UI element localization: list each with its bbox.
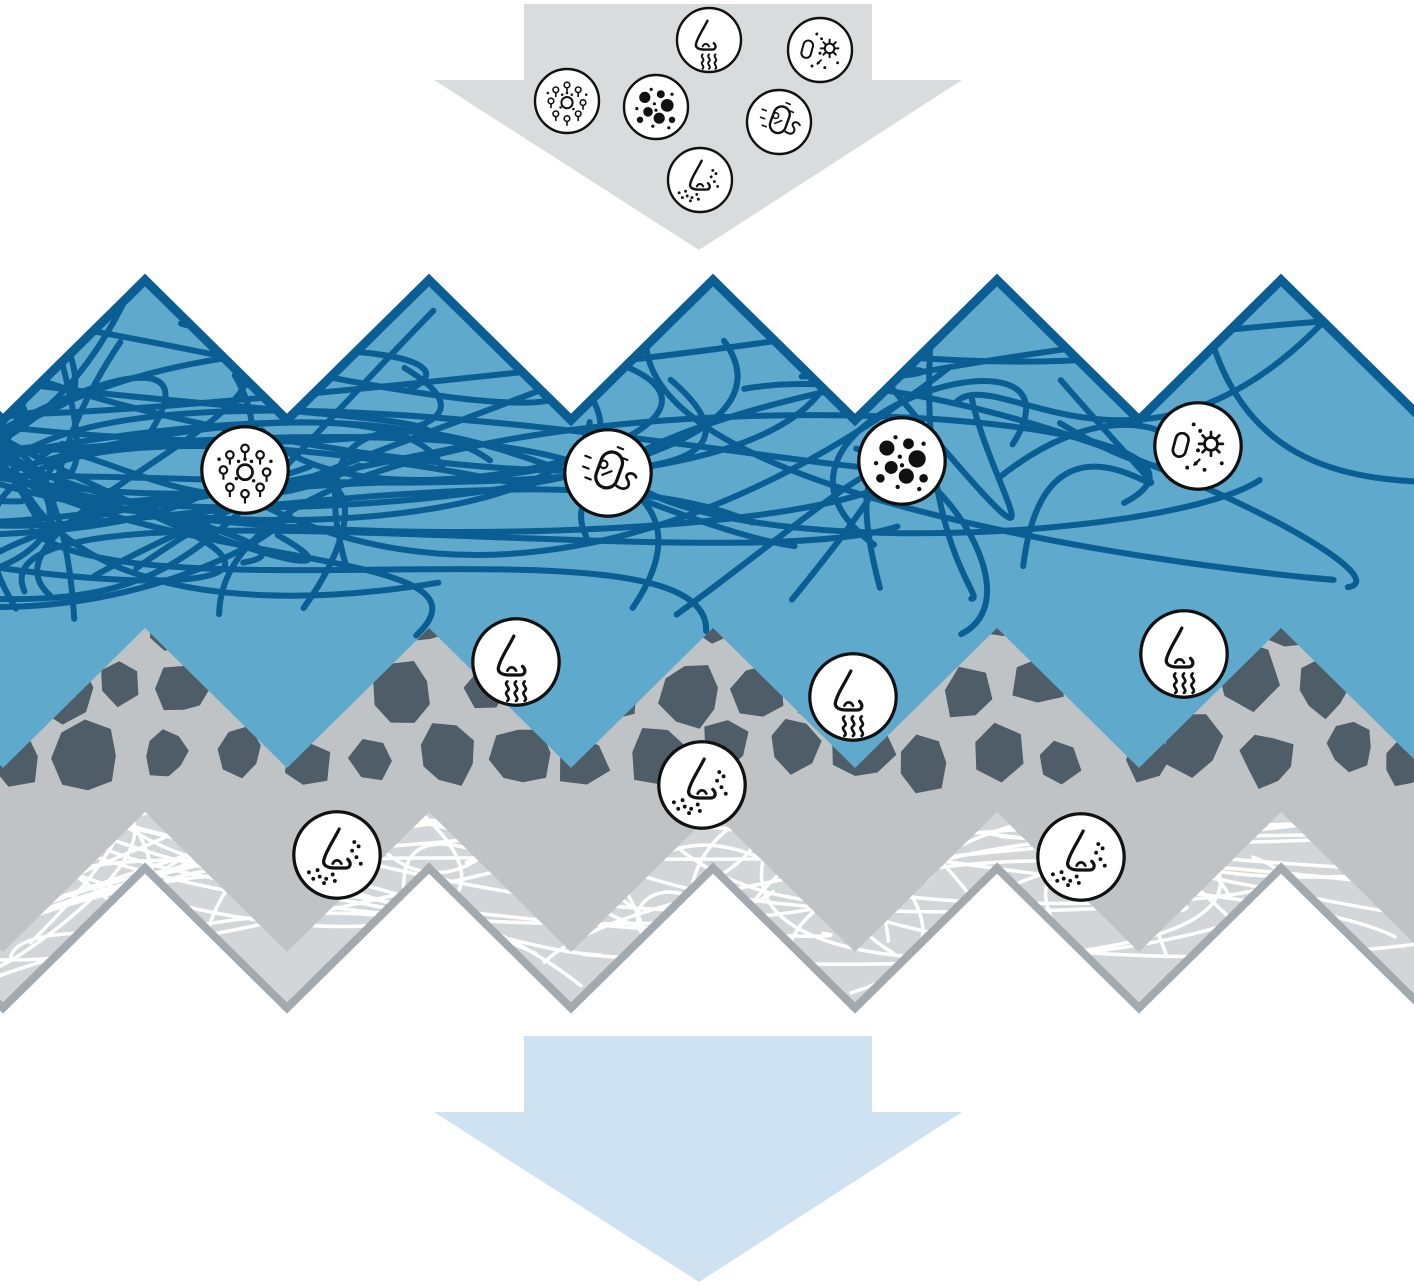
bacteria-icon — [745, 88, 813, 156]
carbon-granule — [944, 666, 993, 718]
incoming-particles — [533, 6, 854, 214]
fiber-strand — [0, 365, 312, 564]
germs-icon — [786, 16, 854, 84]
carbon-granule — [900, 734, 947, 794]
fiber-strand — [673, 468, 884, 618]
fiber-strand — [0, 509, 229, 584]
carbon-granule — [217, 725, 261, 779]
fiber-strand — [0, 392, 821, 567]
carbon-granule — [658, 665, 718, 729]
carbon-granule — [146, 729, 189, 777]
carbon-granule — [101, 661, 139, 708]
fiber-strand — [581, 857, 1223, 966]
odor-icon — [471, 617, 561, 707]
fiber-strand — [0, 337, 79, 490]
odor-icon — [1139, 609, 1229, 699]
fiber-strand — [1020, 377, 1155, 570]
dust-icon — [857, 416, 947, 506]
dust-icon — [622, 73, 690, 141]
odor-icon — [808, 652, 898, 742]
fiber-strand — [28, 527, 710, 635]
fiber-strand — [0, 280, 81, 481]
carbon-granule — [347, 739, 392, 781]
fiber-strand — [0, 802, 136, 999]
virus-icon — [200, 425, 290, 515]
fine-particle-icon — [292, 810, 382, 900]
fiber-strand — [0, 412, 53, 586]
fiber-strand — [0, 430, 913, 536]
carbon-granule — [771, 718, 822, 775]
fiber-strand — [0, 280, 433, 444]
fiber-strand — [926, 325, 977, 602]
fiber-strand — [0, 396, 468, 526]
fiber-strand — [0, 443, 537, 612]
carbon-granule — [373, 661, 430, 723]
germs-icon — [1153, 401, 1243, 491]
outer-layer-outline — [0, 273, 1414, 427]
fiber-strand — [0, 307, 437, 603]
odor-icon — [675, 6, 743, 74]
bacteria-icon — [563, 428, 653, 518]
inner-layer-bottom-outline — [0, 862, 1414, 1014]
carbon-granule — [51, 719, 116, 791]
carbon-granule — [420, 723, 474, 786]
carbon-granule — [488, 729, 551, 783]
fiber-strand — [0, 364, 444, 445]
carbon-granule — [975, 722, 1024, 783]
output-air-arrow — [434, 1036, 962, 1282]
fiber-strand — [871, 364, 1015, 521]
fine-particle-icon — [657, 740, 747, 830]
carbon-granule — [1326, 721, 1371, 773]
carbon-granule — [1165, 714, 1224, 778]
carbon-granule — [1239, 734, 1294, 789]
carbon-granule — [1386, 737, 1414, 787]
fine-particle-icon — [666, 146, 734, 214]
fine-particle-icon — [1036, 812, 1126, 902]
virus-icon — [533, 67, 601, 135]
captured-particles — [200, 401, 1243, 902]
fiber-strand — [0, 347, 430, 628]
fiber-strand — [331, 428, 798, 573]
carbon-granule — [1039, 740, 1082, 785]
